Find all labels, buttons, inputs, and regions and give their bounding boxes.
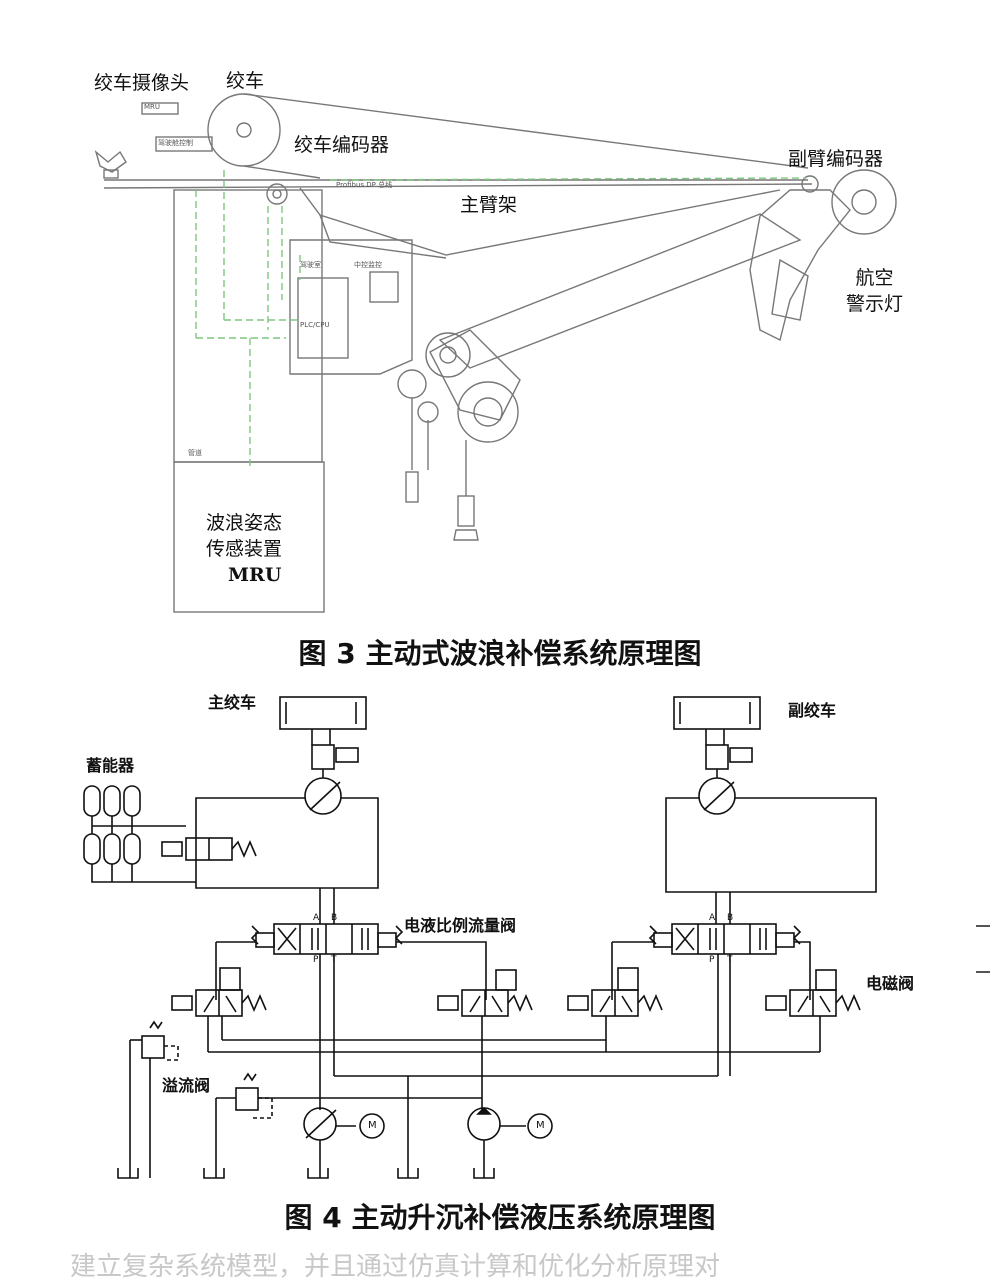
label-aux-arm-encoder: 副臂编码器	[788, 148, 884, 170]
label-aviation-light: 航空 警示灯	[846, 267, 904, 315]
label-aux-winch: 副绞车	[788, 701, 837, 720]
label-proportional-valve: 电液比例流量阀	[404, 916, 517, 935]
port-t-aux: T	[727, 955, 733, 965]
label-winch-encoder: 绞车编码器	[294, 134, 390, 156]
label-mru-line1: 波浪姿态	[206, 512, 283, 534]
port-a-main: A	[313, 913, 320, 923]
motor-label-1: M	[368, 1120, 377, 1131]
fig3-caption: 图 3 主动式波浪补偿系统原理图	[298, 637, 702, 670]
label-winch-camera: 绞车摄像头	[94, 72, 190, 94]
label-main-winch: 主绞车	[208, 693, 257, 712]
port-t-main: T	[331, 955, 337, 965]
footer-text: 建立复杂系统模型，并且通过仿真计算和优化分析原理对	[70, 1252, 721, 1282]
label-mru-line3: MRU	[228, 564, 282, 586]
label-main-arm-frame: 主臂架	[460, 194, 518, 216]
label-accumulator: 蓄能器	[86, 756, 135, 775]
port-a-aux: A	[709, 913, 716, 923]
port-b-main: B	[331, 913, 338, 923]
label-mru-line2: 传感装置	[206, 538, 283, 560]
port-b-aux: B	[727, 913, 734, 923]
motor-label-2: M	[536, 1120, 545, 1131]
fig4-caption: 图 4 主动升沉补偿液压系统原理图	[284, 1201, 716, 1234]
label-winch: 绞车	[226, 70, 265, 92]
port-p-aux: P	[709, 955, 715, 965]
fig3-diagram	[94, 93, 897, 613]
port-p-main: P	[313, 955, 319, 965]
label-relief-valve: 溢流阀	[162, 1076, 211, 1095]
label-solenoid-valve: 电磁阀	[866, 974, 915, 993]
